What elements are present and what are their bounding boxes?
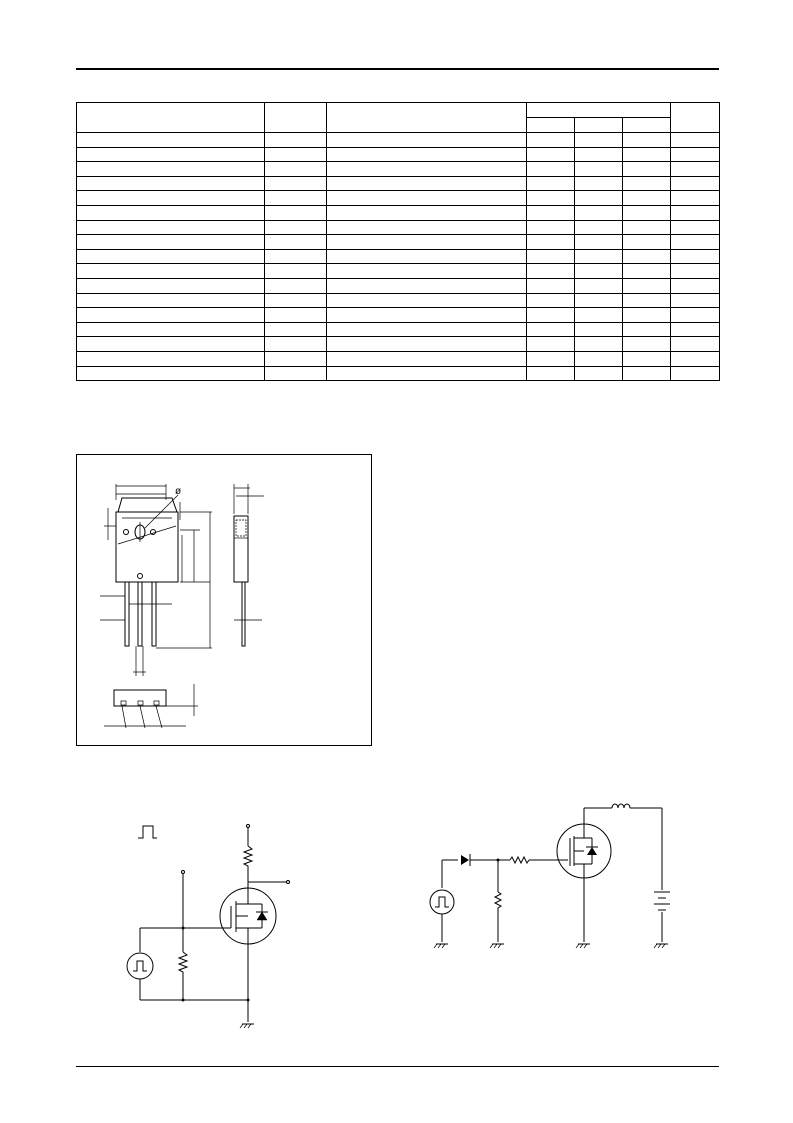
package-outline-box [76,454,372,746]
package-side-view [233,484,264,647]
table-row [76,307,721,323]
table-row [76,292,721,309]
mosfet-symbol-icon [219,882,277,1000]
table-row [76,146,721,163]
header-cell-parameter [76,102,265,133]
table-row [76,350,721,367]
package-front-view [100,484,212,676]
resistor-icon [242,845,254,870]
resistor-icon [493,891,503,910]
table-row [76,263,721,279]
footer-rule [76,1066,719,1067]
pulse-source-icon [429,889,455,915]
pulse-waveform-icon [138,825,157,839]
table-row [76,277,721,294]
table-row [76,175,721,192]
header-cell-max [621,117,672,133]
header-rule [76,68,719,70]
header-cell-conditions [326,102,527,133]
table-row [76,321,721,338]
header-cell-unit [670,102,721,133]
table-subheader-row [77,117,720,133]
table-cell [670,365,721,382]
table-cell [621,365,672,382]
table-row [76,365,721,382]
table-row [76,190,721,206]
inductor-icon [611,803,631,809]
table-row [76,219,721,236]
electrical-characteristics-table [76,102,721,382]
ground-icon [239,1023,254,1029]
battery-icon [654,891,670,911]
diode-icon [461,854,471,866]
mosfet-symbol-icon [556,808,612,942]
diameter-symbol-label: ø [175,486,181,497]
ground-icon [433,943,448,949]
package-bottom-view [104,684,198,729]
table-header-row [76,102,721,133]
